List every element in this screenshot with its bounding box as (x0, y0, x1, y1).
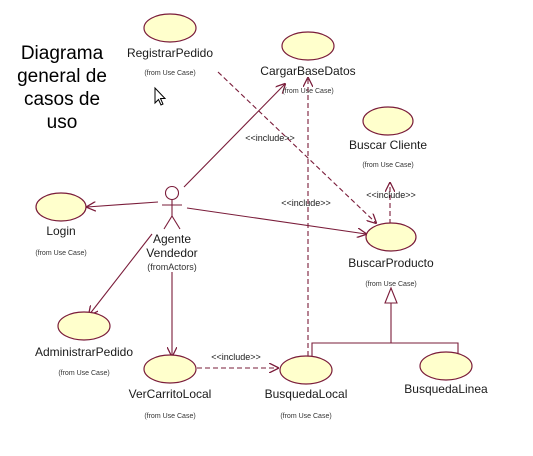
title-line-3: casos de (24, 89, 100, 110)
include-label-buscar-cliente: <<include>> (366, 190, 416, 200)
use-case-label: RegistrarPedido (127, 46, 213, 60)
actor-name-line-1: Agente (153, 232, 191, 246)
use-case-from-label: (from Use Case) (365, 281, 416, 288)
include-label-registrar: <<include>> (245, 133, 295, 143)
use-case-ver-carrito-local[interactable]: VerCarritoLocal (from Use Case) (129, 354, 212, 420)
use-case-label: AdministrarPedido (35, 345, 133, 359)
use-case-label: Login (46, 224, 75, 238)
use-case-label: BusquedaLinea (404, 382, 488, 396)
use-case-from-label: (from Use Case) (35, 250, 86, 257)
use-case-from-label: (from Use Case) (282, 88, 333, 95)
association-actor-login (87, 202, 159, 207)
use-case-label: BusquedaLocal (265, 387, 348, 401)
actor-from-label: (fromActors) (147, 262, 197, 272)
use-case-administrar-pedido[interactable]: AdministrarPedido (from Use Case) (35, 311, 133, 377)
use-case-label: BuscarProducto (348, 256, 434, 270)
title-line-2: general de (17, 66, 107, 87)
generalization-buscar-producto (311, 286, 459, 357)
use-case-from-label: (from Use Case) (280, 413, 331, 420)
title-line-4: uso (47, 112, 78, 133)
mouse-cursor-icon (154, 86, 167, 106)
stick-figure-icon (162, 185, 182, 230)
diagram-title: Diagrama general de casos de uso (16, 42, 109, 135)
dependency-registrar-to-buscar-producto (217, 71, 376, 223)
use-case-buscar-cliente[interactable]: Buscar Cliente (from Use Case) (349, 106, 427, 169)
association-actor-cargar-base-datos (183, 84, 285, 188)
use-case-cargar-base-datos[interactable]: CargarBaseDatos (from Use Case) (260, 31, 356, 95)
use-case-label: CargarBaseDatos (260, 64, 355, 78)
include-label-busqueda-local: <<include>> (211, 352, 261, 362)
use-case-from-label: (from Use Case) (58, 370, 109, 377)
association-actor-buscar-producto (186, 207, 366, 234)
title-line-1: Diagrama (21, 43, 104, 64)
use-case-busqueda-local[interactable]: BusquedaLocal (from Use Case) (265, 355, 348, 420)
use-case-label: VerCarritoLocal (129, 387, 212, 401)
actor-agente-vendedor[interactable]: Agente Vendedor (fromActors) (146, 185, 198, 273)
use-case-from-label: (from Use Case) (144, 413, 195, 420)
use-case-from-label: (from Use Case) (362, 162, 413, 169)
use-case-busqueda-linea[interactable]: BusquedaLinea (404, 351, 488, 396)
association-actor-administrar-pedido (89, 233, 153, 315)
actor-name-line-2: Vendedor (146, 246, 197, 260)
use-case-registrar-pedido[interactable]: RegistrarPedido (from Use Case) (127, 13, 213, 77)
use-case-from-label: (from Use Case) (144, 70, 195, 77)
use-case-login[interactable]: Login (from Use Case) (35, 192, 87, 257)
use-case-buscar-producto[interactable]: BuscarProducto (from Use Case) (348, 222, 434, 288)
use-case-label: Buscar Cliente (349, 138, 427, 152)
include-label-cargar: <<include>> (281, 198, 331, 208)
